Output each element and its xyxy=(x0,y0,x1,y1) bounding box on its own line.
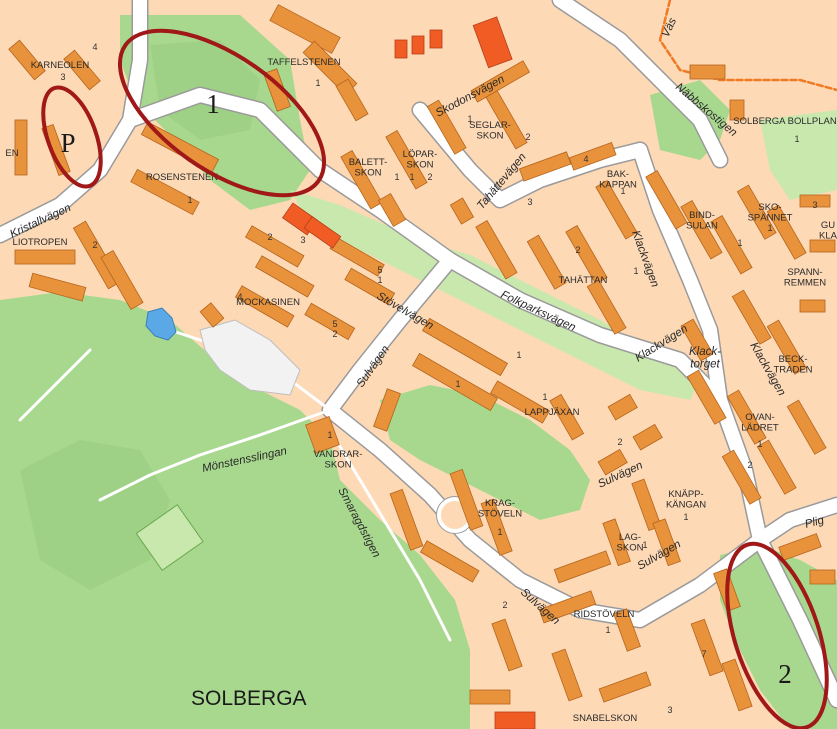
block-label: VANDRAR-SKON xyxy=(314,449,363,470)
block-label: LAPPJÄXAN xyxy=(525,407,580,418)
plot-number: 1 xyxy=(767,223,772,233)
block-label: SPANN-REMMEN xyxy=(784,267,826,288)
annotation-label-2: 2 xyxy=(778,659,792,689)
plot-number: 2 xyxy=(525,132,530,142)
plot-number: 1 xyxy=(737,238,742,248)
plot-number: 1 xyxy=(394,172,399,182)
plot-number: 1 xyxy=(620,186,625,196)
block-label: RIDSTÖVELN xyxy=(574,609,635,620)
plot-number: 1 xyxy=(409,172,414,182)
plot-number: 3 xyxy=(812,200,817,210)
plot-number: 1 xyxy=(757,439,762,449)
parking-lot xyxy=(199,319,301,396)
annotation-label-p: P xyxy=(60,128,75,158)
plot-number: 2 xyxy=(267,232,272,242)
plot-number: 1 xyxy=(605,625,610,635)
square-label: Klack-torget xyxy=(689,346,721,371)
plot-number: 2 xyxy=(747,460,752,470)
block-label: LÖPAR-SKON xyxy=(403,149,438,170)
green-areas xyxy=(0,15,837,729)
block-label: SEGLAR-SKON xyxy=(469,120,511,141)
block-label: BAK-KAPPAN xyxy=(599,169,637,190)
plot-number: 1 xyxy=(683,512,688,522)
plot-number: 3 xyxy=(667,705,672,715)
plot-number: 2 xyxy=(502,600,507,610)
sports-field xyxy=(135,504,204,572)
block-label: KRAG-STÖVELN xyxy=(478,498,522,519)
annotation-ellipse-1 xyxy=(117,28,327,198)
annotation-ellipse-p xyxy=(41,85,103,189)
block-label: KARNEOLEN xyxy=(31,60,90,71)
forest-north-center xyxy=(120,15,310,210)
road-label: Plig xyxy=(804,514,826,531)
plot-number: 1 xyxy=(467,114,472,124)
block-label: TAFFELSTENEN xyxy=(267,57,340,68)
block-label: EN xyxy=(5,148,18,159)
block-labels: KARNEOLEN TAFFELSTENEN ROSENSTENEN LIOTR… xyxy=(5,57,837,724)
block-label: BALETT-SKON xyxy=(349,157,388,178)
plot-number: 4 xyxy=(92,42,97,52)
plot-number: 4 xyxy=(583,154,588,164)
plot-number: 1 xyxy=(633,266,638,276)
block-label: BIND-SULAN xyxy=(686,210,718,231)
block-label: LAG-SKON xyxy=(617,532,644,553)
forest-inner-south xyxy=(20,440,170,590)
buildings xyxy=(8,4,836,712)
plot-number: 1 xyxy=(315,78,320,88)
plot-number: 2 xyxy=(617,437,622,447)
plot-number: 3 xyxy=(527,197,532,207)
block-label: OVAN-LÄDRET xyxy=(741,412,779,433)
plot-number: 4 xyxy=(237,292,242,302)
plot-number: 1 xyxy=(497,527,502,537)
plot-number: 1 xyxy=(542,392,547,402)
block-label: TAHÄTTAN xyxy=(559,275,608,286)
plot-number: 3 xyxy=(60,72,65,82)
block-label: ROSENSTENEN xyxy=(146,172,218,183)
plot-number: 1 xyxy=(516,350,521,360)
block-label: SKO-SPÄNNET xyxy=(748,202,793,223)
plot-number: 1 xyxy=(455,379,460,389)
block-label: KNÄPP-KÄNGAN xyxy=(666,489,706,510)
forest-large-southwest xyxy=(0,292,470,729)
pond xyxy=(145,307,177,341)
area-label: SOLBERGA xyxy=(191,687,307,710)
plot-number: 1 xyxy=(794,134,799,144)
block-label: BECK-TRADEN xyxy=(773,354,812,375)
plot-number: 2 xyxy=(427,172,432,182)
annotations xyxy=(41,28,829,729)
plot-number: 2 xyxy=(575,245,580,255)
block-label: SNABELSKON xyxy=(573,713,638,724)
plot-number: 1 xyxy=(327,430,332,440)
block-label: LIOTROPEN xyxy=(13,237,68,248)
forest-right-center xyxy=(380,385,590,520)
plot-number: 1 xyxy=(187,195,192,205)
plot-number: 7 xyxy=(701,649,706,659)
forest-east xyxy=(760,110,837,200)
forest-southeast xyxy=(720,545,837,729)
annotation-ellipse-2 xyxy=(725,541,829,729)
plot-number: 3 xyxy=(300,235,305,245)
block-label: SOLBERGA BOLLPLAN xyxy=(733,116,837,127)
annotation-label-1: 1 xyxy=(206,89,220,119)
plot-number: 1 xyxy=(642,540,647,550)
plot-number: 2 xyxy=(92,240,97,250)
block-label: MOCKASINEN xyxy=(236,297,300,308)
red-buildings xyxy=(281,16,536,729)
